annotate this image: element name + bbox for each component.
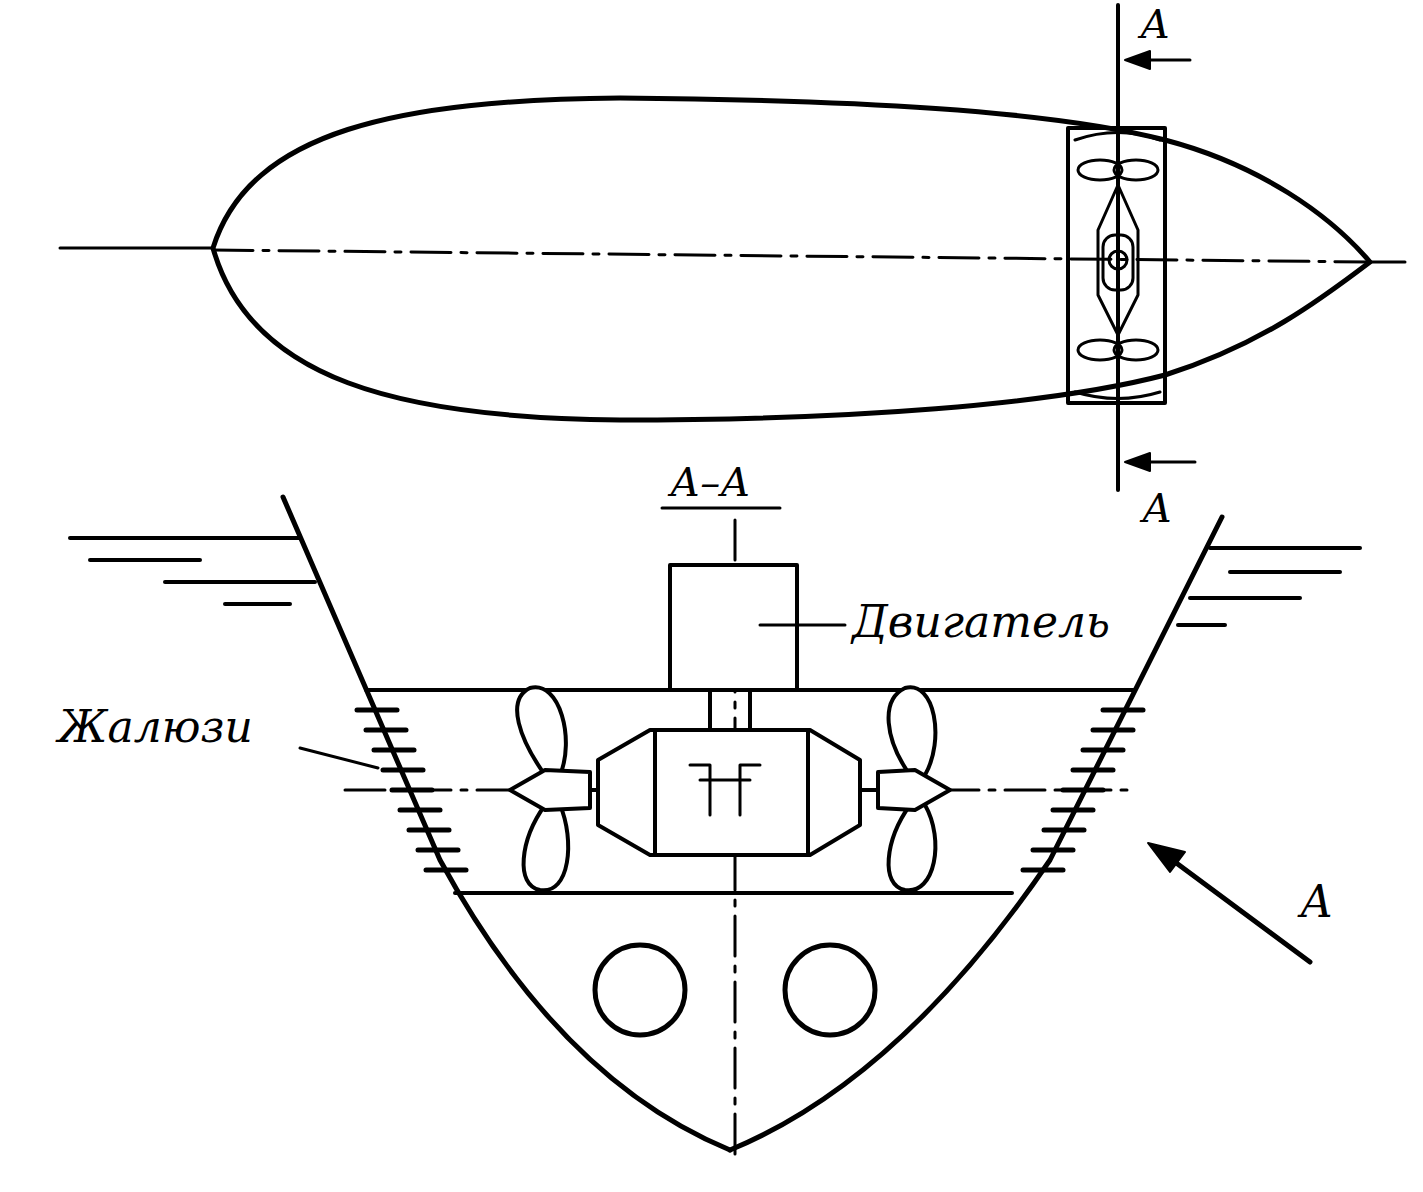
arrowhead [1125,51,1150,69]
leader-line [760,624,845,627]
louvers [357,710,1143,870]
pipe [785,945,875,1035]
center-line [213,250,1370,262]
arrowhead [1148,843,1185,872]
center-line [60,247,213,250]
part-name: Жалюзи [58,705,253,749]
propeller [1114,340,1158,360]
pod-line [653,730,657,855]
part-name: Двигатель [852,600,1110,644]
section-letter: А [1142,488,1172,528]
leader-line [300,748,378,768]
shaft [748,690,752,730]
section-line [1116,5,1120,490]
shaft [590,788,598,792]
shaft [860,788,878,792]
gear-symbol [690,765,760,815]
shaft [708,690,712,730]
section-title: А–А [670,462,751,502]
center-line [1370,261,1405,264]
thruster-pod [598,730,860,855]
title-underline [662,507,780,510]
pipe [595,945,685,1035]
section-letter: А [1140,4,1170,44]
engine [670,565,797,690]
propeller [1114,160,1158,180]
view-letter: А [1300,880,1333,924]
arrowhead [1125,453,1150,471]
hull-plan [213,98,1370,420]
propeller [510,687,950,890]
pod-line [806,730,810,855]
view-arrow [1175,862,1310,962]
